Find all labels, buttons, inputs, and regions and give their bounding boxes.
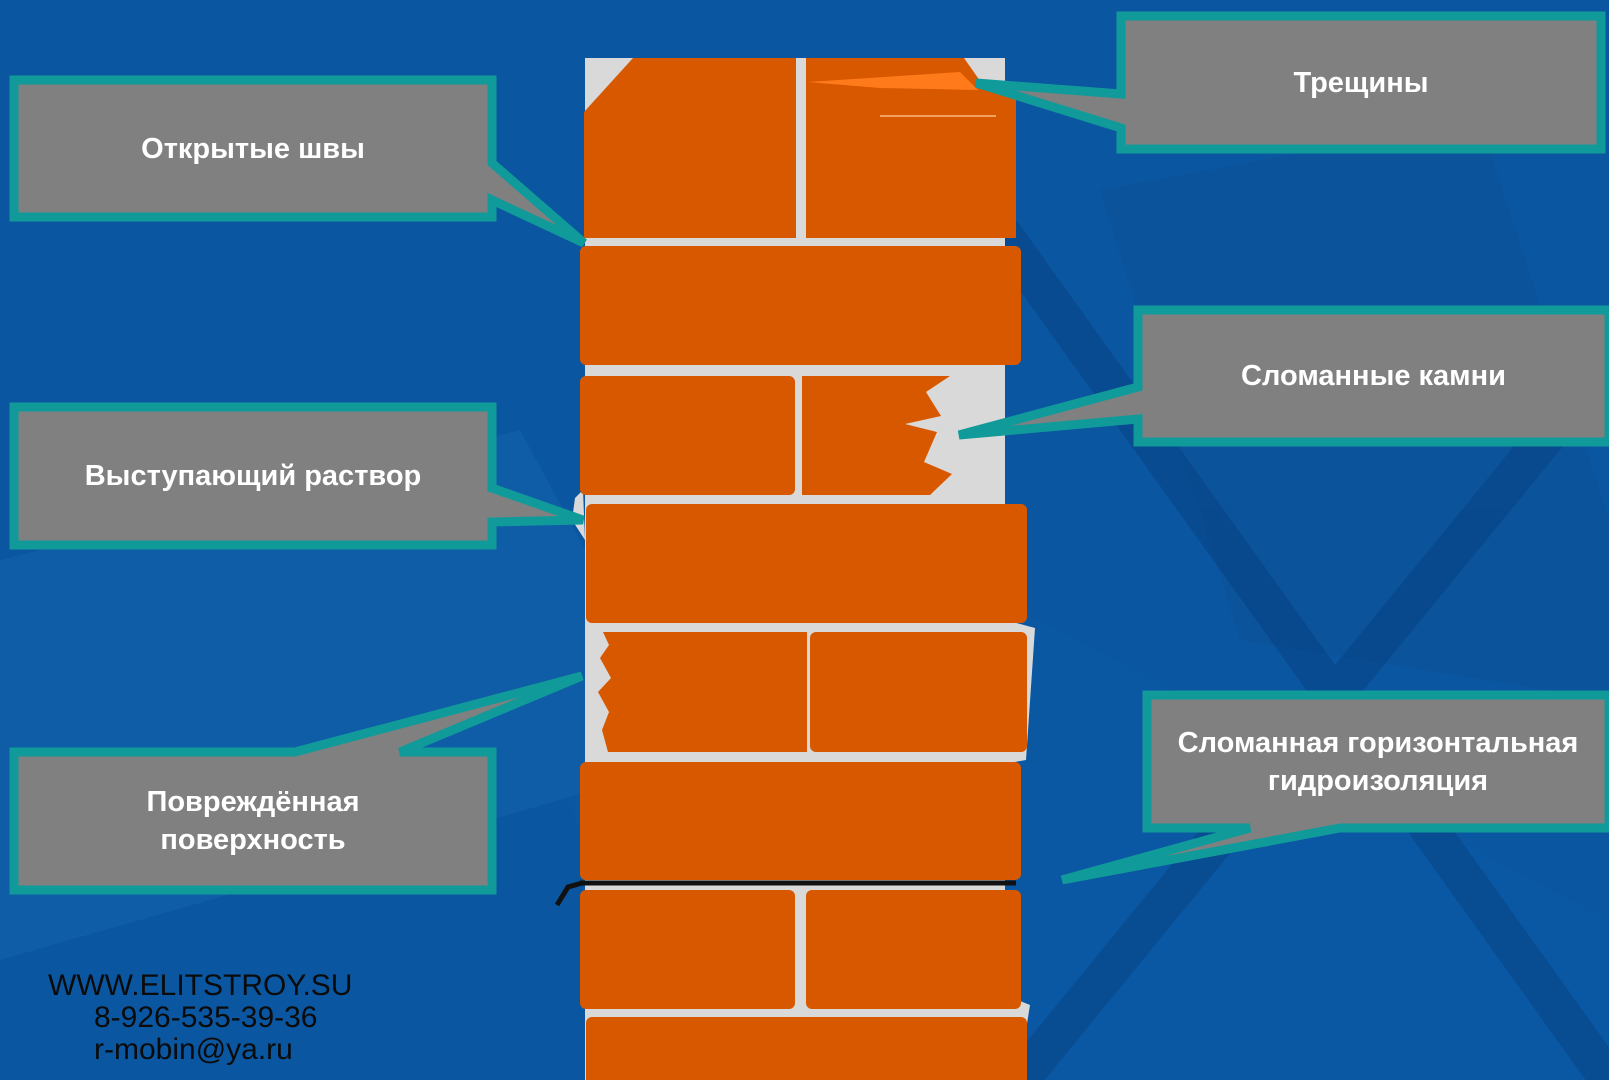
label-open-joints-text: Открытые швы bbox=[141, 132, 365, 165]
brick bbox=[810, 632, 1027, 752]
callout-open-joints bbox=[9, 75, 587, 248]
brick bbox=[584, 58, 796, 238]
phone-number: 8-926-535-39-36 bbox=[94, 1001, 318, 1034]
label-cracks: Трещины bbox=[1125, 20, 1597, 145]
brick-wall bbox=[554, 58, 1035, 1080]
label-cracks-text: Трещины bbox=[1293, 66, 1429, 99]
damaged-surface-brick bbox=[598, 632, 807, 752]
callout-cracks bbox=[974, 11, 1606, 154]
broken-brick bbox=[802, 376, 952, 495]
label-damaged-surface: Повреждённая поверхность bbox=[18, 756, 488, 886]
label-protruding-mortar: Выступающий раствор bbox=[18, 411, 488, 541]
damp-proof-course bbox=[554, 880, 1016, 907]
brick bbox=[580, 762, 1021, 880]
label-broken-stones: Сломанные камни bbox=[1142, 314, 1605, 438]
website-link[interactable]: WWW.ELITSTROY.SU bbox=[48, 969, 353, 1002]
brick bbox=[586, 504, 1027, 623]
label-protruding-mortar-text: Выступающий раствор bbox=[84, 460, 422, 492]
label-open-joints: Открытые швы bbox=[18, 84, 488, 213]
callouts bbox=[9, 11, 1609, 895]
label-damaged-surface-line2: поверхность bbox=[160, 824, 346, 856]
brick bbox=[806, 58, 1016, 238]
label-damp-proofing-line2: гидроизоляция bbox=[1267, 764, 1489, 797]
email-link[interactable]: r-mobin@ya.ru bbox=[94, 1033, 293, 1066]
callout-broken-stones bbox=[957, 305, 1609, 447]
label-damp-proofing: Сломанная горизонтальная гидроизоляция bbox=[1151, 699, 1605, 824]
label-damaged-surface-line1: Повреждённая bbox=[146, 786, 360, 818]
brick bbox=[580, 890, 795, 1009]
callout-damp-proofing bbox=[1060, 690, 1609, 885]
label-broken-stones-text: Сломанные камни bbox=[1241, 360, 1506, 392]
brick bbox=[580, 376, 795, 495]
brick bbox=[586, 1017, 1027, 1080]
callout-damaged-surface bbox=[9, 671, 584, 895]
brick bbox=[806, 890, 1021, 1009]
crack bbox=[808, 72, 978, 90]
label-damp-proofing-line1: Сломанная горизонтальная bbox=[1177, 726, 1579, 759]
contacts-block: WWW.ELITSTROY.SU 8-926-535-39-36 r-mobin… bbox=[48, 970, 388, 1066]
brick bbox=[580, 246, 1021, 365]
bricks bbox=[580, 58, 1027, 1080]
callout-protruding-mortar bbox=[9, 402, 585, 550]
